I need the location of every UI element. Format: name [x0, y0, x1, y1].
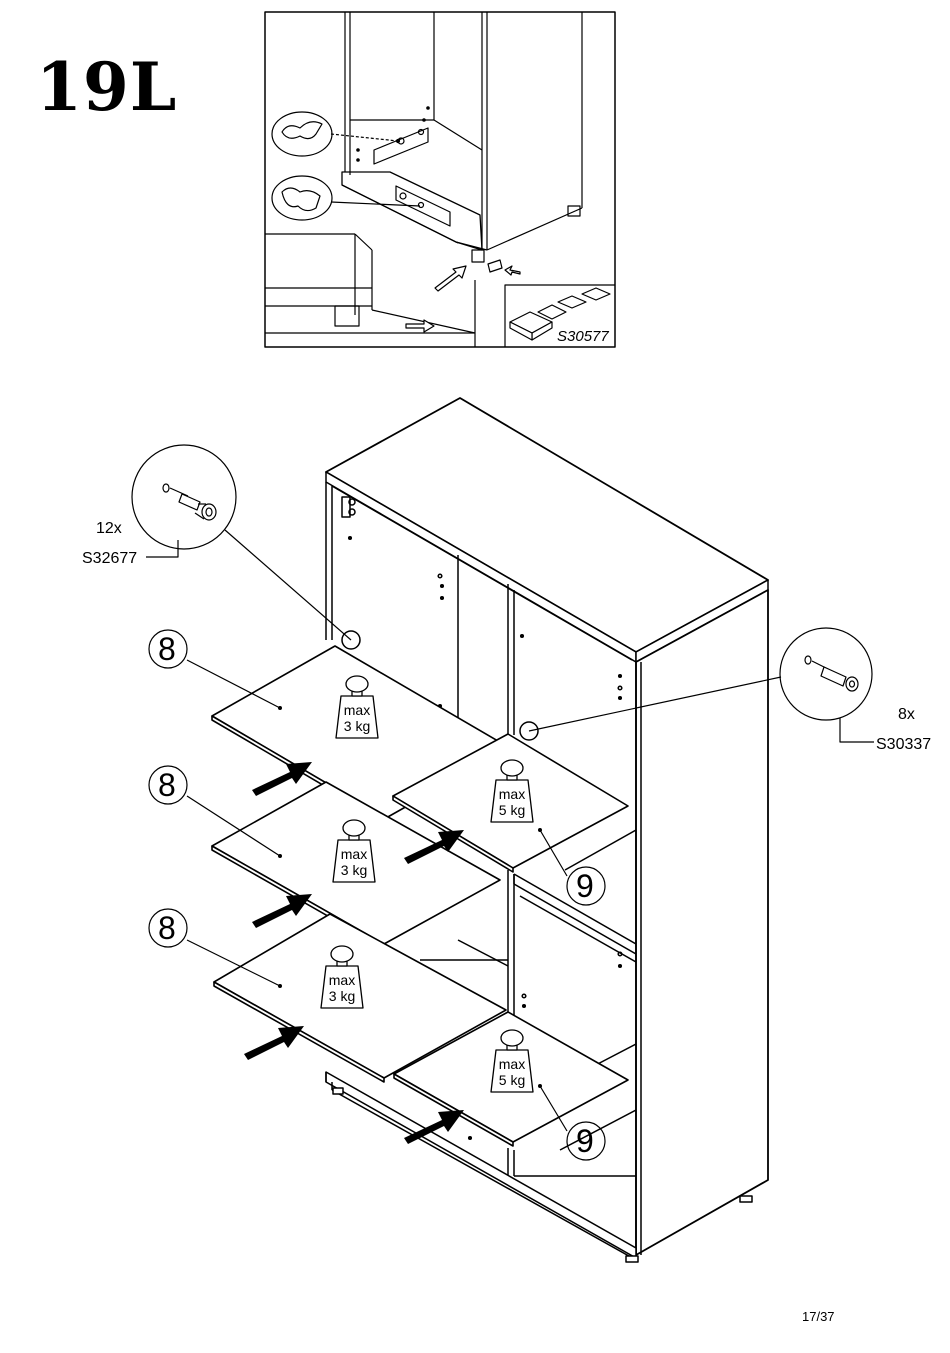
step-title: 19L	[36, 48, 177, 126]
hardware-right-code: S30337	[876, 736, 931, 753]
hardware-zoom-right	[528, 627, 874, 743]
weight-label-line1: max	[499, 786, 525, 802]
weight-label-line1: max	[344, 702, 370, 718]
weight-label-line1: max	[341, 846, 367, 862]
insert-arrows	[244, 762, 464, 1144]
weight-label-line1: max	[499, 1056, 525, 1072]
inset-part-code: S30577	[557, 328, 609, 345]
arrow-shelf-3	[252, 894, 312, 928]
arrow-shelf-5	[404, 1110, 464, 1144]
detail-inset	[264, 11, 616, 348]
callout-shelf-8-middle: 8	[158, 767, 176, 803]
weight-label-line2: 3 kg	[344, 718, 370, 734]
arrow-shelf-2	[404, 830, 464, 864]
callout-shelf-8-bottom: 8	[158, 910, 176, 946]
hardware-zoom-left	[131, 444, 352, 641]
page-number: 17/37	[802, 1309, 835, 1324]
weight-label-line2: 3 kg	[341, 862, 367, 878]
weight-label-line2: 3 kg	[329, 988, 355, 1004]
callout-shelf-9-top: 9	[576, 868, 594, 904]
callouts	[148, 629, 606, 1161]
hardware-left-qty: 12x	[96, 520, 122, 537]
hardware-left-code: S32677	[82, 550, 137, 567]
arrow-shelf-1	[252, 762, 312, 796]
weight-label-line1: max	[329, 972, 355, 988]
cabinet	[325, 397, 769, 1263]
arrow-shelf-4	[244, 1026, 304, 1060]
callout-shelf-8-top: 8	[158, 631, 176, 667]
hardware-right-qty: 8x	[898, 706, 915, 723]
weight-label-line2: 5 kg	[499, 802, 525, 818]
shelves	[211, 645, 629, 1147]
weight-label-line2: 5 kg	[499, 1072, 525, 1088]
callout-shelf-9-bottom: 9	[576, 1123, 594, 1159]
